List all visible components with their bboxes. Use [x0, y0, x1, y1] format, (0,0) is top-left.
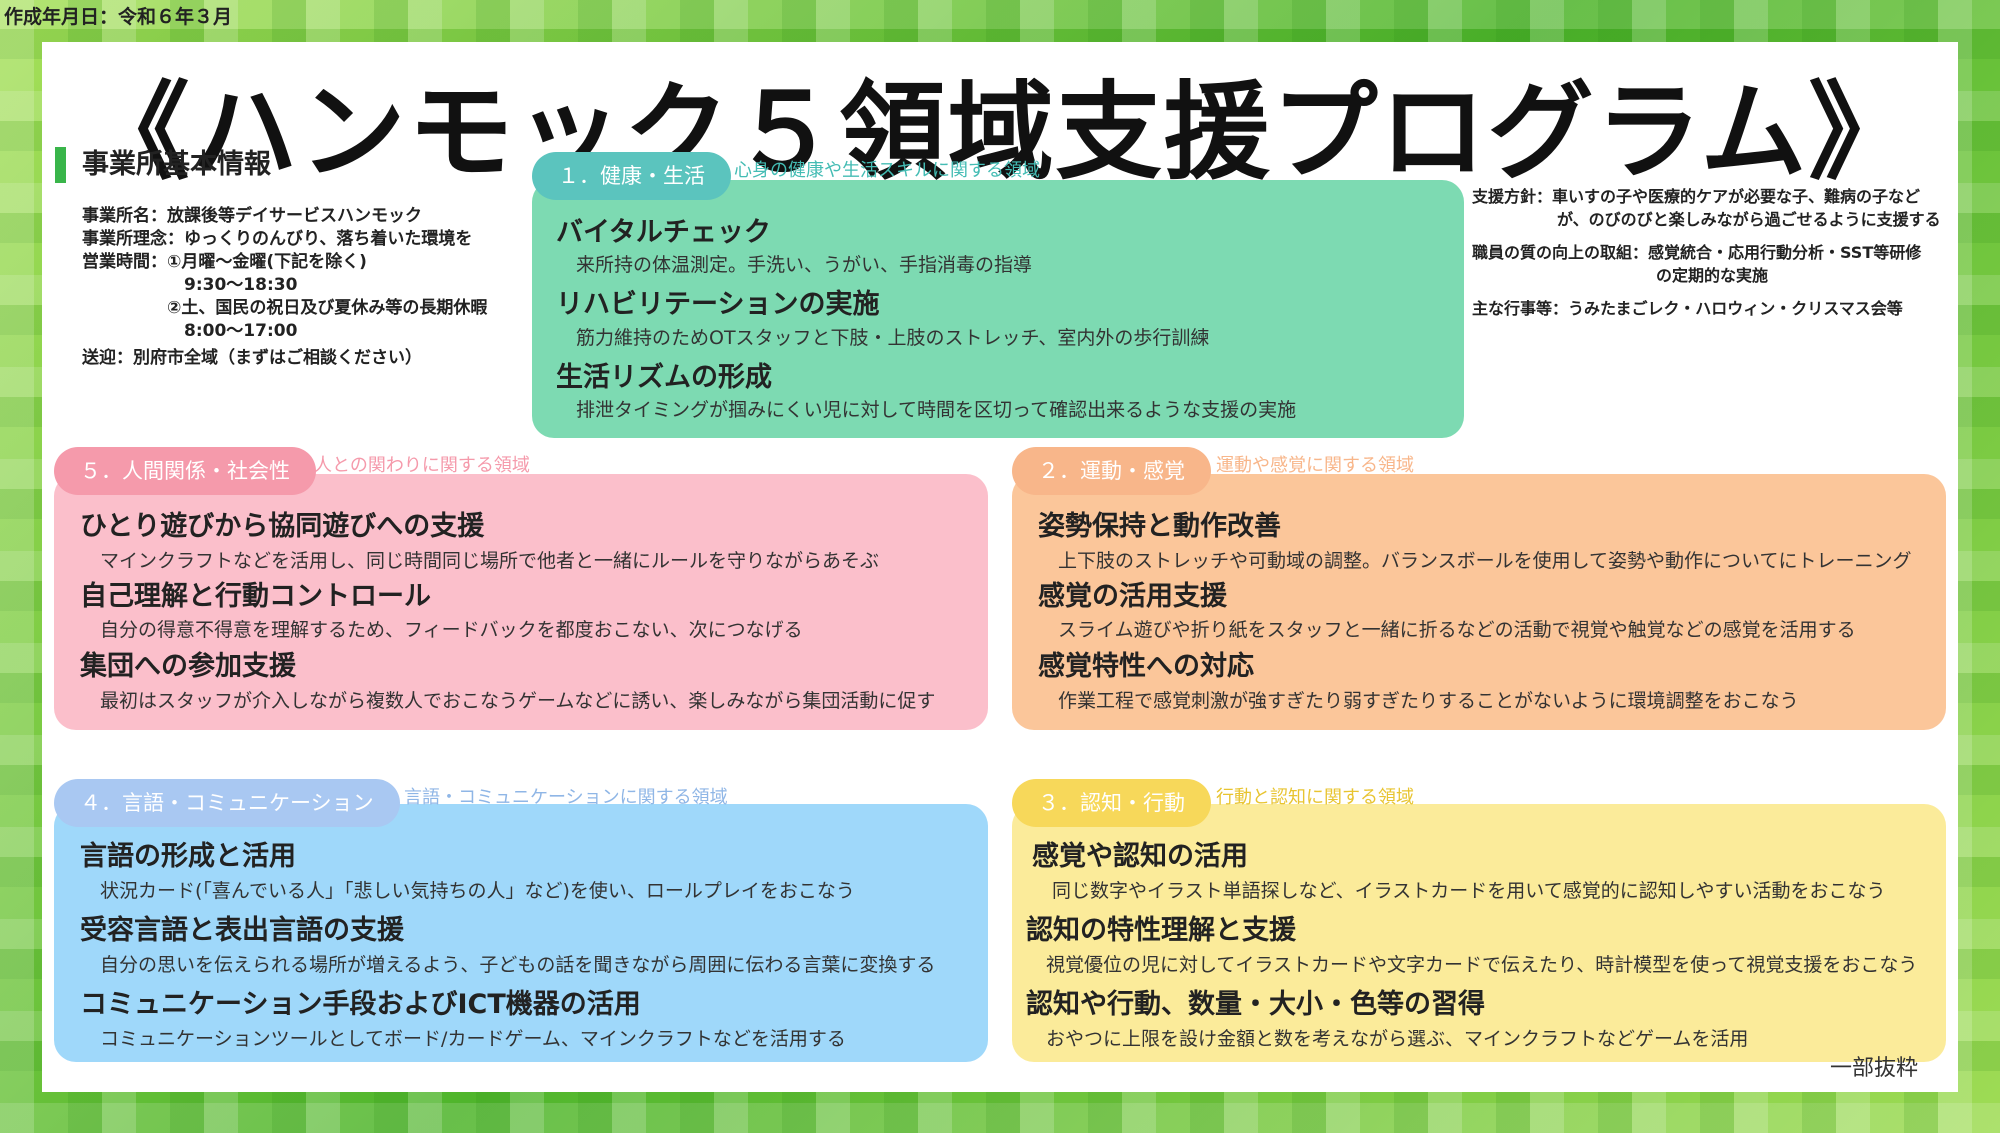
item-description: 排泄タイミングが掴みにくい児に対して時間を区切って確認出来るような支援の実施 [576, 399, 1297, 421]
item-heading: 集団への参加支援 [80, 651, 296, 682]
support-policy: 支援方針：車いすの子や医療的ケアが必要な子、難病の子など [1472, 187, 1921, 206]
item-description: 筋力維持のためOTスタッフと下肢・上肢のストレッチ、室内外の歩行訓練 [576, 327, 1210, 349]
domain-note-social: 人との関わりに関する領域 [314, 455, 530, 476]
domain-tab-health: １．健康・生活 [532, 152, 731, 200]
domain-tab-language: ４．言語・コミュニケーション [54, 779, 400, 827]
domain-note-language: 言語・コミュニケーションに関する領域 [404, 787, 728, 808]
domain-tab-motor: ２．運動・感覚 [1012, 447, 1211, 495]
info-line-hours-holiday: ②土、国民の祝日及び夏休み等の長期休暇 [82, 298, 488, 318]
partial-excerpt-note: 一部抜粋 [1829, 1056, 1918, 1081]
facility-info: 事業所名：放課後等デイサービスハンモック 事業所理念：ゆっくりのんびり、落ち着い… [82, 205, 487, 370]
item-heading: 自己理解と行動コントロール [80, 581, 431, 612]
item-description: 上下肢のストレッチや可動域の調整。バランスボールを使用して姿勢や動作についてにト… [1058, 550, 1912, 572]
program-panel: 《ハンモック５領域支援プログラム》 事業所基本情報 事業所名：放課後等デイサービ… [42, 42, 1958, 1092]
domain-tab-social: ５．人間関係・社会性 [54, 447, 316, 495]
item-heading: 生活リズムの形成 [556, 362, 772, 393]
domain-box-language: 言語の形成と活用 状況カード(「喜んでいる人」「悲しい気持ちの人」など)を使い、… [54, 804, 988, 1062]
item-description: スライム遊びや折り紙をスタッフと一緒に折るなどの活動で視覚や触覚などの感覚を活用… [1058, 619, 1856, 641]
item-heading: ひとり遊びから協同遊びへの支援 [80, 511, 485, 542]
info-line-transport: 送迎：別府市全域（まずはご相談ください） [82, 348, 422, 368]
item-heading: 認知の特性理解と支援 [1026, 915, 1296, 946]
item-heading: バイタルチェック [556, 217, 771, 248]
item-description: おやつに上限を設け金額と数を考えながら選ぶ、マインクラフトなどゲームを活用 [1046, 1028, 1749, 1050]
page-title: 《ハンモック５領域支援プログラム》 [83, 71, 1917, 194]
domain-box-health: バイタルチェック 来所持の体温測定。手洗い、うがい、手指消毒の指導 リハビリテー… [532, 180, 1464, 438]
item-heading: 言語の形成と活用 [80, 841, 296, 872]
creation-date: 作成年月日：令和６年３月 [4, 6, 233, 28]
domain-note-motor: 運動や感覚に関する領域 [1216, 455, 1414, 476]
support-policy-cont: が、のびのびと楽しみながら過ごせるように支援する [1557, 210, 1941, 229]
info-line-hours: 営業時間：①月曜～金曜(下記を除く) [82, 252, 367, 272]
info-line-philosophy: 事業所理念：ゆっくりのんびり、落ち着いた環境を [82, 229, 473, 249]
item-heading: リハビリテーションの実施 [556, 289, 880, 320]
item-description: 自分の得意不得意を理解するため、フィードバックを都度おこない、次につなげる [100, 619, 803, 641]
staff-training: 職員の質の向上の取組：感覚統合・応用行動分析・SST等研修 [1472, 243, 1922, 262]
item-description: 状況カード(「喜んでいる人」「悲しい気持ちの人」など)を使い、ロールプレイをおこ… [100, 880, 855, 902]
program-policies: 支援方針：車いすの子や医療的ケアが必要な子、難病の子など が、のびのびと楽しみな… [1472, 185, 1952, 320]
info-line-hours-holiday-time: 8:00～17:00 [82, 321, 298, 341]
item-description: 来所持の体温測定。手洗い、うがい、手指消毒の指導 [576, 254, 1033, 276]
item-description: 作業工程で感覚刺激が強すぎたり弱すぎたりすることがないように環境調整をおこなう [1058, 690, 1799, 712]
item-description: 視覚優位の児に対してイラストカードや文字カードで伝えたり、時計模型を使って視覚支… [1046, 954, 1918, 976]
item-heading: 感覚の活用支援 [1038, 581, 1227, 612]
main-events: 主な行事等：うみたまごレク・ハロウィン・クリスマス会等 [1472, 299, 1903, 318]
item-description: コミュニケーションツールとしてボード/カードゲーム、マインクラフトなどを活用する [100, 1028, 846, 1050]
domain-box-motor: 姿勢保持と動作改善 上下肢のストレッチや可動域の調整。バランスボールを使用して姿… [1012, 474, 1946, 730]
item-description: 最初はスタッフが介入しながら複数人でおこなうゲームなどに誘い、楽しみながら集団活… [100, 690, 936, 712]
info-line-name: 事業所名：放課後等デイサービスハンモック [82, 206, 422, 226]
facility-info-heading: 事業所基本情報 [55, 147, 271, 183]
staff-training-cont: の定期的な実施 [1656, 266, 1769, 285]
domain-box-social: ひとり遊びから協同遊びへの支援 マインクラフトなどを活用し、同じ時間同じ場所で他… [54, 474, 988, 730]
item-description: マインクラフトなどを活用し、同じ時間同じ場所で他者と一緒にルールを守りながらあそ… [100, 550, 880, 572]
item-heading: 感覚や認知の活用 [1032, 841, 1248, 872]
domain-box-cognition: 感覚や認知の活用 同じ数字やイラスト単語探しなど、イラストカードを用いて感覚的に… [1012, 804, 1946, 1062]
domain-note-cognition: 行動と認知に関する領域 [1216, 787, 1414, 808]
item-description: 自分の思いを伝えられる場所が増えるよう、子どもの話を聞きながら周囲に伝わる言葉に… [100, 954, 936, 976]
item-heading: 姿勢保持と動作改善 [1038, 511, 1281, 542]
item-heading: 受容言語と表出言語の支援 [80, 915, 404, 946]
item-description: 同じ数字やイラスト単語探しなど、イラストカードを用いて感覚的に認知しやすい活動を… [1052, 880, 1886, 902]
domain-tab-cognition: ３．認知・行動 [1012, 779, 1211, 827]
info-line-hours-weekday: 9:30～18:30 [82, 275, 298, 295]
item-heading: コミュニケーション手段およびICT機器の活用 [80, 989, 641, 1020]
item-heading: 認知や行動、数量・大小・色等の習得 [1026, 989, 1485, 1020]
domain-note-health: 心身の健康や生活スキルに関する領域 [734, 160, 1040, 181]
item-heading: 感覚特性への対応 [1038, 651, 1254, 682]
